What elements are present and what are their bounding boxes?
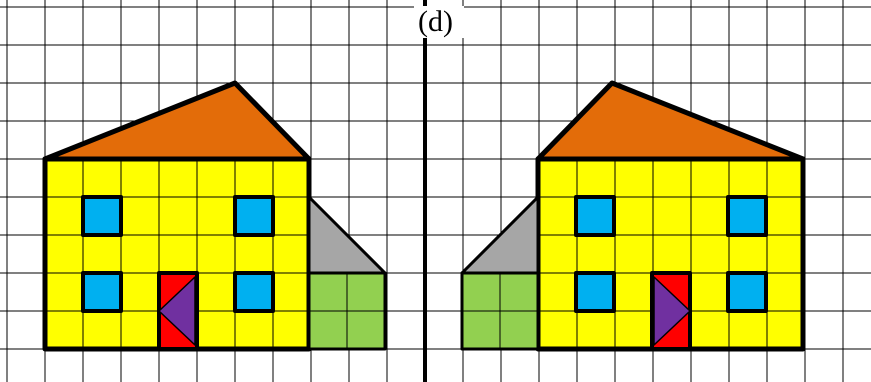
window-top-right	[233, 195, 275, 237]
window-bottom-left	[81, 271, 123, 313]
label-background	[414, 6, 464, 38]
house-original	[42, 80, 387, 352]
window-top-right	[726, 195, 768, 237]
window-top-left	[81, 195, 123, 237]
window-top-left	[574, 195, 616, 237]
house-reflection	[460, 80, 806, 352]
window-bottom-right	[233, 271, 275, 313]
window-bottom-right	[726, 271, 768, 313]
door-triangle	[653, 276, 691, 346]
window-bottom-left	[574, 271, 616, 313]
diagram-label: (d)	[418, 5, 453, 38]
door-triangle	[158, 276, 196, 346]
